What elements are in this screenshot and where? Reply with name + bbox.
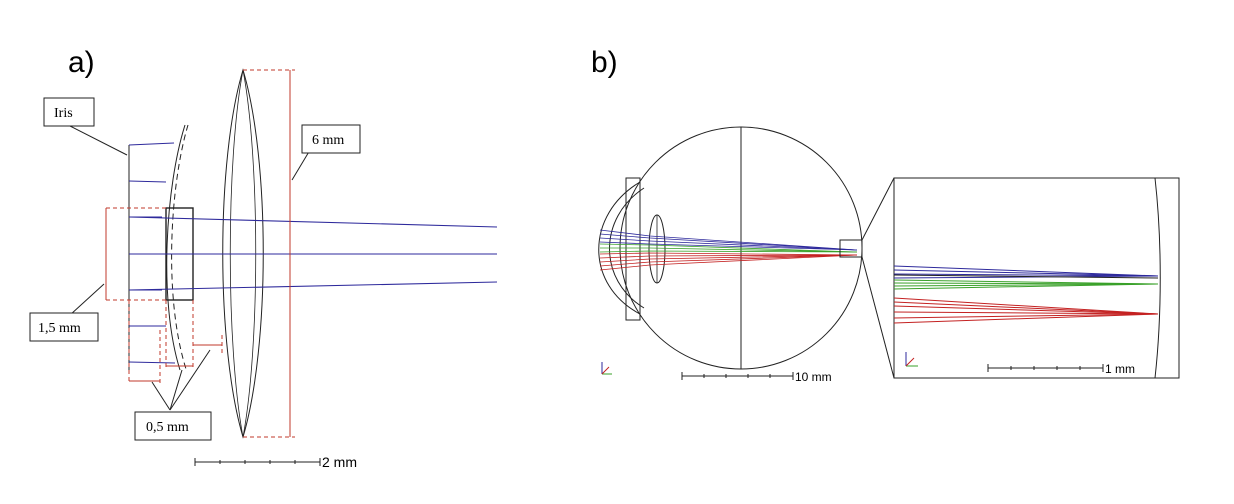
eye-scale-bar xyxy=(681,372,794,380)
panel-b: b) xyxy=(591,46,1180,384)
lens-diameter-dimension xyxy=(243,69,295,438)
panel-a-scale-label: 2 mm xyxy=(322,454,357,470)
lens-diameter-label: 6 mm xyxy=(312,133,344,148)
retina-zoom-inset: 1 mm xyxy=(893,177,1180,379)
eye-axis-triad-icon xyxy=(601,362,612,375)
eye-scale-label: 10 mm xyxy=(795,370,832,384)
spacing-leaders xyxy=(151,349,211,411)
panel-b-letter: b) xyxy=(591,46,618,79)
ray-bundle xyxy=(128,216,498,291)
panel-a-letter: a) xyxy=(68,46,95,79)
iris-callout: Iris xyxy=(43,97,128,156)
panel-a: a) Iris xyxy=(29,46,498,470)
lens-diameter-callout: 6 mm xyxy=(301,124,361,154)
iris-label: Iris xyxy=(54,106,73,121)
eye-ray-bundle xyxy=(599,229,858,271)
iris-slab xyxy=(128,124,189,373)
spacing-callout: 0,5 mm xyxy=(134,411,212,441)
spacing-dimensions xyxy=(128,300,223,383)
spacing-label: 0,5 mm xyxy=(146,420,189,435)
zoom-scale-bar xyxy=(987,364,1104,372)
zoom-region-box xyxy=(839,239,863,258)
axis-triad-icon xyxy=(905,352,918,367)
pupil-diameter-label: 1,5 mm xyxy=(38,321,81,336)
pupil-diameter-callout: 1,5 mm xyxy=(29,312,99,342)
panel-a-scale-bar xyxy=(194,458,321,466)
zoom-scale-label: 1 mm xyxy=(1105,362,1135,376)
pupil-diameter-dimension xyxy=(105,207,167,301)
